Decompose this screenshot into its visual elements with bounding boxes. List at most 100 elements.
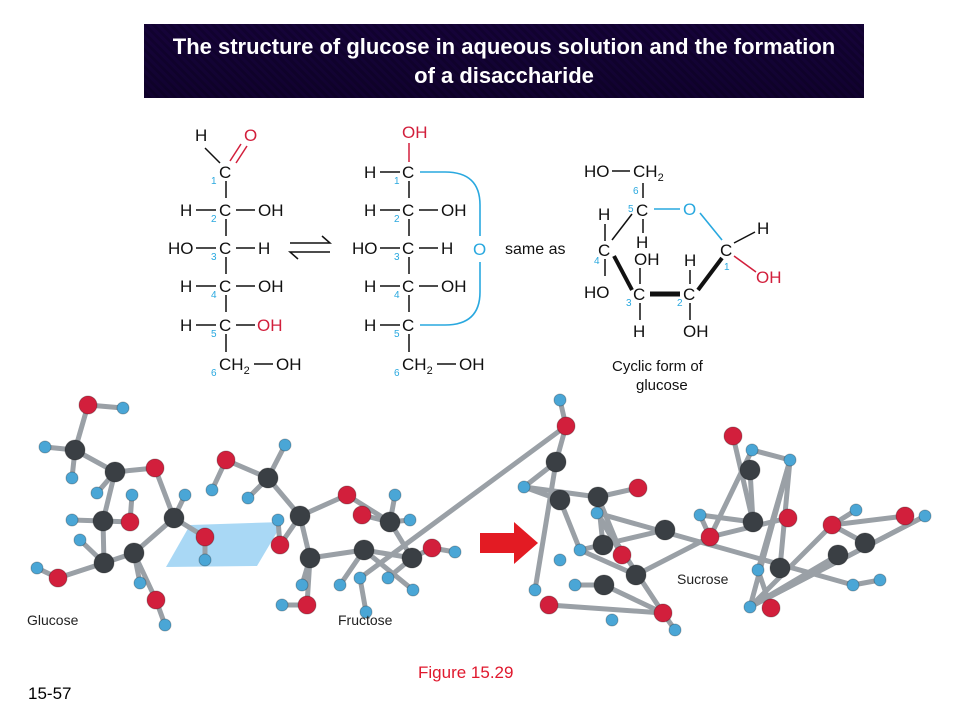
ring-bridge-bottom [420,262,481,326]
model-bond [730,433,756,525]
model-bond [532,459,559,593]
title-banner: The structure of glucose in aqueous solu… [144,24,864,98]
hydrogen-atom [125,488,139,502]
oxygen-atom [78,395,98,415]
hydrogen-atom [751,563,765,577]
oxygen-atom [628,478,648,498]
cr-r5-left: H [364,316,376,335]
cy-c4: C [598,241,610,260]
oc-r3-c: C [219,239,231,258]
model-atoms [30,393,932,637]
oxygen-atom [778,508,798,528]
carbon-atom [742,511,764,533]
hydrogen-atom [65,471,79,485]
carbon-atom [104,461,126,483]
cy-c1-h: H [757,219,769,238]
hydrogen-atom [388,488,402,502]
cy-c3-h: H [633,322,645,341]
cy-c4-h: H [598,205,610,224]
carbon-atom [289,505,311,527]
cy-caption-1: Cyclic form of [612,358,704,375]
carbon-atom [299,547,321,569]
glucose-label: Glucose [27,612,79,628]
oc-r5-left: H [180,316,192,335]
carbon-atom [587,486,609,508]
cy-num-5: 5 [628,204,634,215]
hydrogen-atom [271,513,285,527]
hydrogen-atom [381,571,395,585]
cy-ring-o: O [683,200,696,219]
cr-r5-c: C [402,316,414,335]
hydrogen-atom [745,443,759,457]
hydrogen-atom [241,491,255,505]
cy-num-2: 2 [677,298,683,309]
oc-r5-c: C [219,316,231,335]
oc-num-2: 2 [211,214,217,225]
cr-num-4: 4 [394,290,400,301]
oc-num-5: 5 [211,329,217,340]
carbon-atom [769,557,791,579]
cr-num-2: 2 [394,214,400,225]
oxygen-atom [761,598,781,618]
oc-num-3: 3 [211,252,217,263]
hydrogen-atom [783,453,797,467]
hydrogen-atom [359,605,373,619]
cr-r3-left: HO [352,239,378,258]
oxygen-atom [337,485,357,505]
hydrogen-atom [73,533,87,547]
open-chain-glucose: H O C 1 H C 2 OH HO C 3 H H C 4 OH H C [168,126,302,379]
carbon-atom [93,552,115,574]
cy-caption-2: glucose [636,377,688,394]
oxygen-atom [653,603,673,623]
carbon-atom [854,532,876,554]
cr-top-oh: OH [402,123,428,142]
oxygen-atom [822,515,842,535]
carbon-atom [593,574,615,596]
same-as-text: same as [505,241,565,258]
hydrogen-atom [573,543,587,557]
hydrogen-atom [65,513,79,527]
model-bond [747,457,793,610]
cy-c1: C [720,241,732,260]
oxygen-atom [48,568,68,588]
hydrogen-atom [517,480,531,494]
hydrogen-atom [30,561,44,575]
oxygen-atom [352,505,372,525]
hydrogen-atom [178,488,192,502]
cr-bridge-o: O [473,240,486,259]
hydrogen-atom [198,553,212,567]
cr-bottom-oh: OH [459,355,485,374]
hydrogen-atom [693,508,707,522]
cy-num-4: 4 [594,256,600,267]
carbon-atom [545,451,567,473]
hydrogen-atom [133,576,147,590]
oc-r2-left: H [180,201,192,220]
reaction-plane [166,522,283,567]
cy-ho: HO [584,162,610,181]
oc-bottom-oh: OH [276,355,302,374]
hydrogen-atom [528,583,542,597]
oc-r4-right: OH [258,277,284,296]
hydrogen-atom [116,401,130,415]
carbon-atom [401,547,423,569]
figure-label: Figure 15.29 [418,663,514,682]
oxygen-atom [723,426,743,446]
slide-title: The structure of glucose in aqueous solu… [172,34,836,88]
cy-c4-ho: HO [584,283,610,302]
carbon-atom [257,467,279,489]
fructose-label: Fructose [338,612,393,628]
hydrogen-atom [275,598,289,612]
oxygen-atom [700,527,720,547]
hydrogen-atom [448,545,462,559]
carbon-atom [739,459,761,481]
hydrogen-atom [553,553,567,567]
hydrogen-atom [205,483,219,497]
cr-num-3: 3 [394,252,400,263]
oxygen-atom [556,416,576,436]
hydrogen-atom [590,506,604,520]
model-bond [546,602,666,616]
oc-r5-right: OH [257,316,283,335]
oc-num-4: 4 [211,290,217,301]
hydrogen-atom [90,486,104,500]
oxygen-atom [422,538,442,558]
